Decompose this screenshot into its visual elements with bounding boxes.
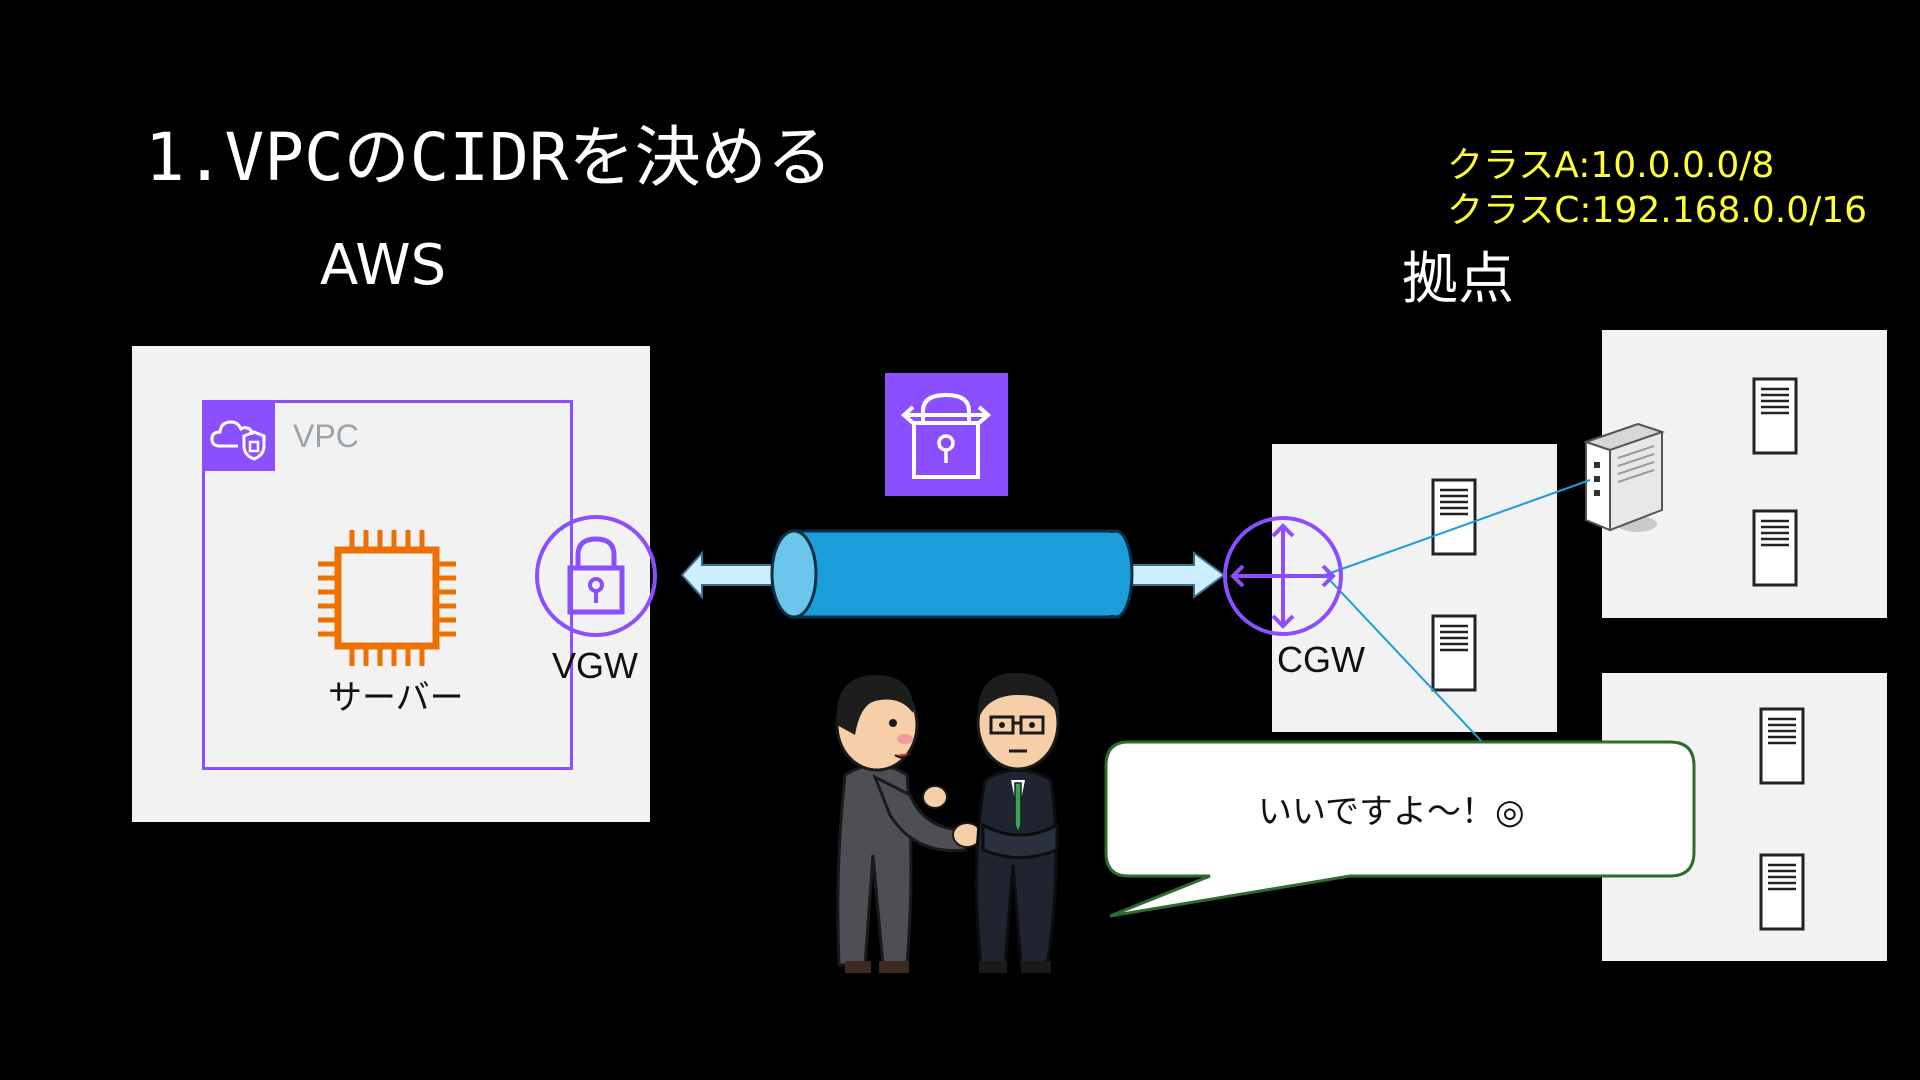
business-people-illustration: [835, 672, 1060, 973]
vpc-badge: [202, 400, 275, 471]
site-panel-main: [1272, 444, 1557, 732]
class-a-note: クラスA:10.0.0.0/8: [1447, 145, 1775, 186]
person-right: [974, 672, 1060, 973]
site-section-label: 拠点: [1402, 247, 1514, 312]
vpn-tunnel: [680, 529, 1226, 619]
cgw-links: [1324, 479, 1591, 746]
left-arrow: [680, 550, 779, 600]
cgw-router-icon: [1223, 516, 1343, 636]
server-rack-icon: [1431, 614, 1477, 692]
server-label: サーバー: [328, 678, 464, 718]
server-rack-icon: [1752, 377, 1798, 455]
slide-title: 1.VPCのCIDRを決める: [145, 119, 833, 196]
cidr-class-notes: クラスA:10.0.0.0/8 クラスC:192.168.0.0/16: [1447, 143, 1867, 233]
class-c-note: クラスC:192.168.0.0/16: [1447, 190, 1868, 231]
vgw-lock-icon: [535, 515, 657, 637]
server-rack-icon: [1759, 853, 1805, 931]
vgw-label: VGW: [552, 645, 638, 686]
ec2-chip-icon: [318, 530, 456, 666]
vpc-cloud-shield-icon: [210, 420, 266, 461]
cgw-label: CGW: [1277, 639, 1365, 680]
vpn-lock-icon: [885, 373, 1008, 496]
aws-section-label: AWS: [320, 233, 447, 298]
server-rack-icon: [1759, 707, 1805, 785]
server-rack-icon: [1752, 509, 1798, 587]
person-left: [835, 674, 982, 973]
speech-bubble: [1104, 740, 1696, 918]
server-rack-icon: [1431, 478, 1477, 556]
network-appliance-icon: [1582, 422, 1666, 532]
vpc-label: VPC: [293, 418, 359, 454]
speech-bubble-text: いいですよ～！◎: [1258, 792, 1525, 832]
